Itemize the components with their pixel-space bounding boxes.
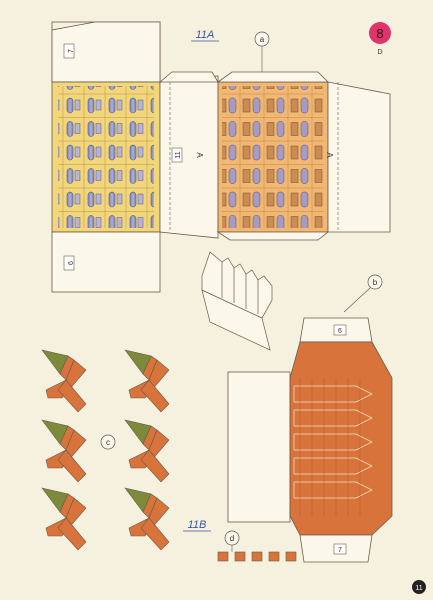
chimney-pieces: [217, 551, 297, 562]
mark-a-right: A: [325, 152, 334, 158]
facade-net-11a: 7 11 A A 6: [51, 21, 391, 293]
facade-right-windows: [222, 86, 324, 228]
roof-tab-6: 6: [338, 328, 342, 335]
tab-number-box: [63, 255, 75, 271]
dormer-piece: [124, 487, 170, 551]
dormer-pieces: [41, 349, 170, 551]
callout-b-circle: [367, 274, 383, 290]
dormer-piece: [124, 419, 170, 483]
facade-left-windows: [58, 86, 154, 228]
end-strip: [327, 81, 391, 233]
page-number: 11: [415, 585, 422, 592]
label-11b: 11B: [188, 519, 207, 531]
middle-side-strip: [159, 75, 219, 239]
page-number-badge: [412, 580, 426, 594]
dormer-piece: [41, 349, 87, 413]
callout-a: a: [260, 35, 265, 44]
callout-d: d: [230, 534, 234, 543]
tab-number-box: [171, 147, 183, 163]
bottom-flap: [51, 231, 161, 293]
callout-a-circle: [254, 31, 270, 47]
tab-number-7: 7: [68, 49, 75, 53]
dormer-piece: [41, 419, 87, 483]
tab-number-box: [63, 43, 75, 59]
dormer-piece: [124, 349, 170, 413]
roof-net: 6 7: [227, 317, 393, 563]
callout-c: c: [106, 438, 110, 447]
callout-c-circle: [100, 434, 116, 450]
tab-number-6: 6: [68, 261, 75, 265]
dormer-piece: [41, 487, 87, 551]
label-11a: 11A: [196, 29, 215, 41]
roof-base-flap: [227, 371, 291, 523]
series-letter: D: [377, 49, 382, 56]
sheet-number-badge: [369, 22, 391, 44]
mark-a-left: A: [195, 152, 204, 158]
roof-assembly-diagram: [201, 251, 273, 351]
roof-tiles: [289, 341, 393, 536]
tab-number-11: 11: [175, 151, 182, 158]
roof-tab-7: 7: [338, 547, 342, 554]
callout-b: b: [373, 278, 378, 287]
sheet-number: 8: [376, 26, 383, 41]
